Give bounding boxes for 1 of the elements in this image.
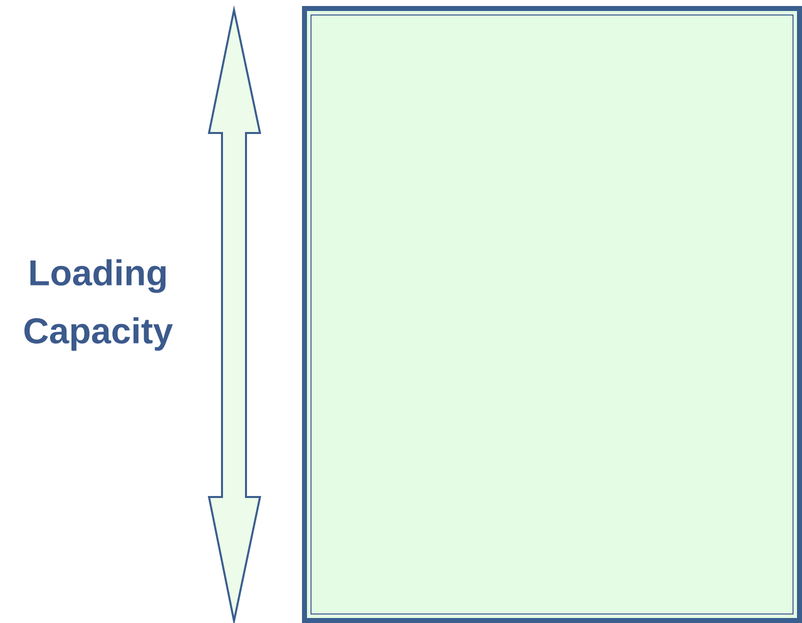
axis-label: Loading Capacity <box>24 259 173 351</box>
